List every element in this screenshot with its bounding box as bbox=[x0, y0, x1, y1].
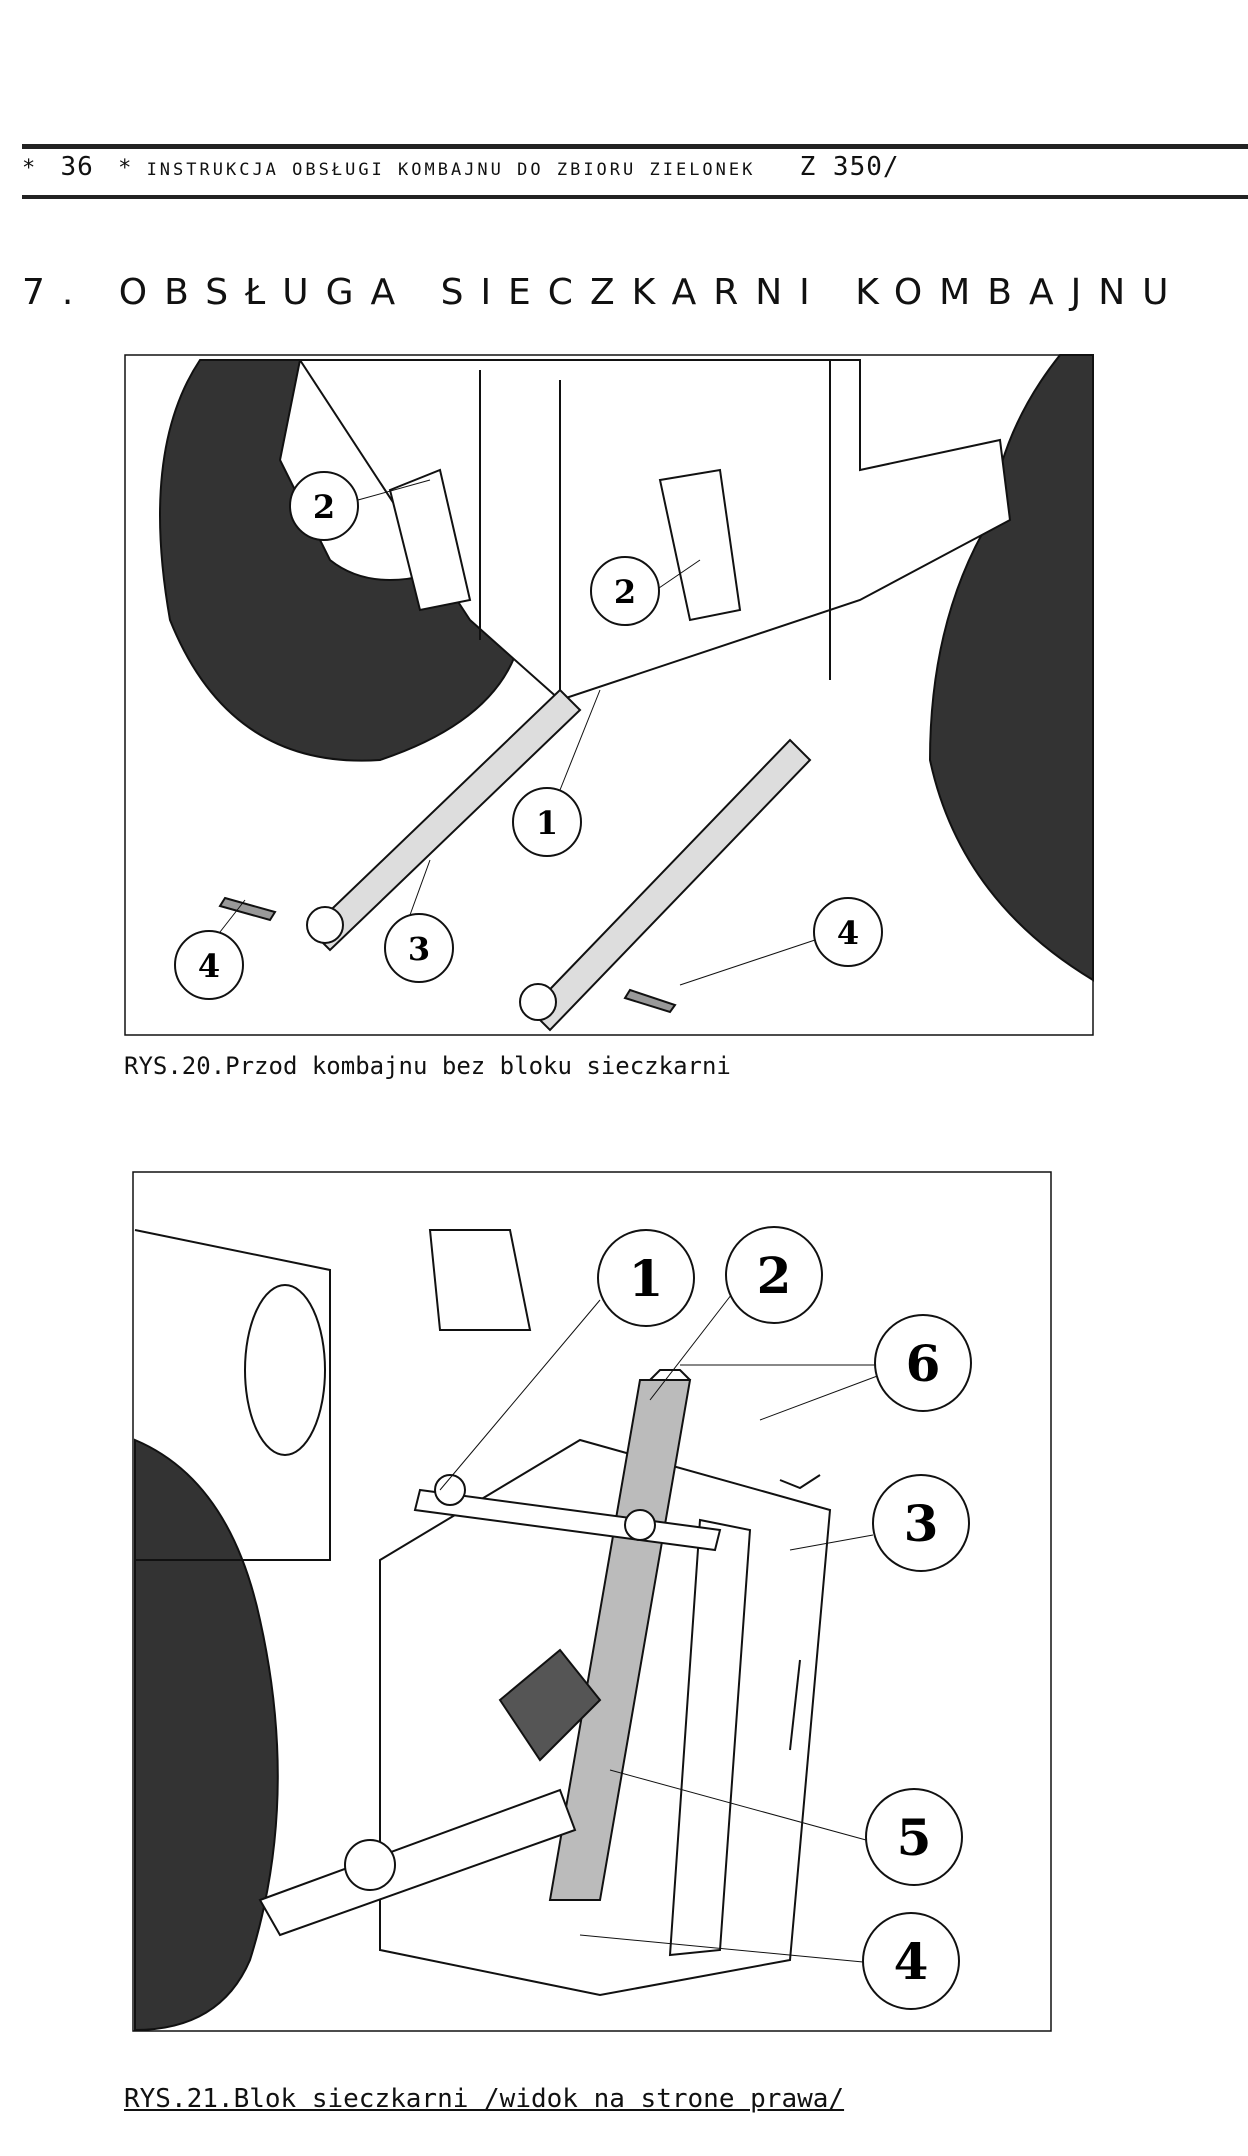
page-number: 36 bbox=[60, 152, 94, 182]
svg-text:4: 4 bbox=[837, 914, 859, 952]
callout-1: 1 bbox=[597, 1229, 695, 1327]
figure-20-callouts: 2 2 1 3 4 4 bbox=[174, 471, 883, 1000]
tire bbox=[134, 1438, 279, 2032]
section-title: 7. OBSŁUGA SIECZKARNI KOMBAJNU bbox=[22, 272, 1186, 313]
right-tire bbox=[928, 354, 1094, 982]
figure-21 bbox=[132, 1171, 1052, 2032]
frame bbox=[298, 359, 1012, 702]
svg-text:5: 5 bbox=[897, 1808, 932, 1867]
callout-4: 4 bbox=[813, 897, 883, 967]
svg-text:2: 2 bbox=[313, 488, 335, 526]
callout-6: 6 bbox=[874, 1314, 972, 1412]
hydraulic-cylinder-right bbox=[528, 738, 812, 1032]
svg-text:3: 3 bbox=[408, 930, 430, 968]
callout-5: 5 bbox=[865, 1788, 963, 1886]
manual-title: INSTRUKCJA OBSŁUGI KOMBAJNU DO ZBIORU ZI… bbox=[146, 160, 756, 180]
figure-21-callouts: 1 2 6 3 5 4 bbox=[597, 1226, 972, 2010]
frame-arm bbox=[258, 1788, 577, 1937]
svg-text:2: 2 bbox=[757, 1246, 792, 1305]
header-star: * bbox=[22, 156, 37, 181]
svg-text:4: 4 bbox=[198, 947, 220, 985]
callout-3: 3 bbox=[384, 913, 454, 983]
callout-2: 2 bbox=[289, 471, 359, 541]
spring bbox=[548, 1379, 692, 1901]
figure-21-caption: RYS.21.Blok sieczkarni /widok na strone … bbox=[124, 2084, 845, 2114]
callout-2: 2 bbox=[590, 556, 660, 626]
svg-text:2: 2 bbox=[614, 573, 636, 611]
callout-4: 4 bbox=[174, 930, 244, 1000]
svg-text:1: 1 bbox=[629, 1249, 664, 1308]
svg-text:4: 4 bbox=[894, 1932, 929, 1991]
callout-4: 4 bbox=[862, 1912, 960, 2010]
header-bottom-rule bbox=[22, 195, 1248, 199]
running-header: * 36 * INSTRUKCJA OBSŁUGI KOMBAJNU DO ZB… bbox=[22, 152, 900, 182]
figure-20 bbox=[124, 354, 1094, 1036]
svg-text:1: 1 bbox=[536, 804, 558, 842]
header-top-rule bbox=[22, 144, 1248, 149]
figure-20-caption: RYS.20.Przod kombajnu bez bloku sieczkar… bbox=[124, 1052, 731, 1080]
callout-2: 2 bbox=[725, 1226, 823, 1324]
callout-3: 3 bbox=[872, 1474, 970, 1572]
model-code: Z 350/ bbox=[799, 152, 900, 182]
svg-text:6: 6 bbox=[906, 1334, 941, 1393]
callout-1: 1 bbox=[512, 787, 582, 857]
svg-text:3: 3 bbox=[904, 1494, 939, 1553]
header-star: * bbox=[118, 156, 133, 181]
